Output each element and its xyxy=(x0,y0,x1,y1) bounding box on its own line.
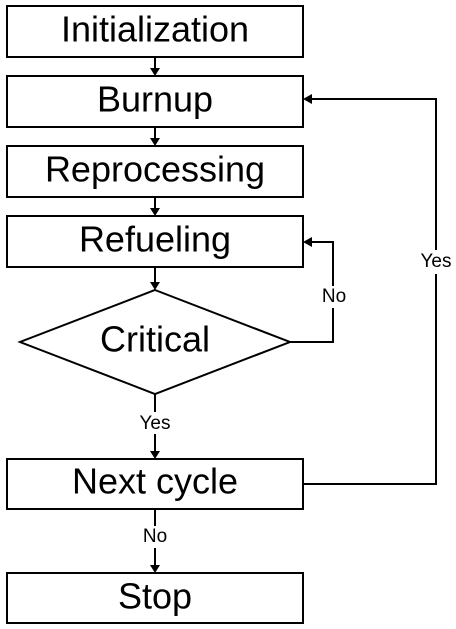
next-cycle-yes-label: Yes xyxy=(421,251,452,272)
refueling-box xyxy=(6,215,304,268)
arrow-initialization-to-burnup xyxy=(150,57,160,76)
arrow-refueling-to-critical xyxy=(150,267,160,290)
next-cycle-box xyxy=(6,458,304,510)
arrow-next-cycle-yes-to-burnup xyxy=(303,94,437,485)
arrow-burnup-to-reprocessing xyxy=(150,127,160,146)
stop-label: Stop xyxy=(118,576,192,617)
critical-no-label: No xyxy=(322,286,346,307)
burnup-label: Burnup xyxy=(97,79,213,120)
next-cycle-no-label: No xyxy=(143,526,167,547)
reprocessing-label: Reprocessing xyxy=(45,149,265,190)
stop-box xyxy=(6,572,304,624)
critical-label: Critical xyxy=(100,319,210,360)
critical-yes-label: Yes xyxy=(140,413,171,434)
next-cycle-label: Next cycle xyxy=(72,461,238,502)
initialization-label: Initialization xyxy=(61,9,249,50)
arrow-reprocessing-to-refueling xyxy=(150,197,160,216)
refueling-label: Refueling xyxy=(79,219,231,260)
initialization-box xyxy=(6,5,304,58)
burnup-box xyxy=(6,75,304,128)
